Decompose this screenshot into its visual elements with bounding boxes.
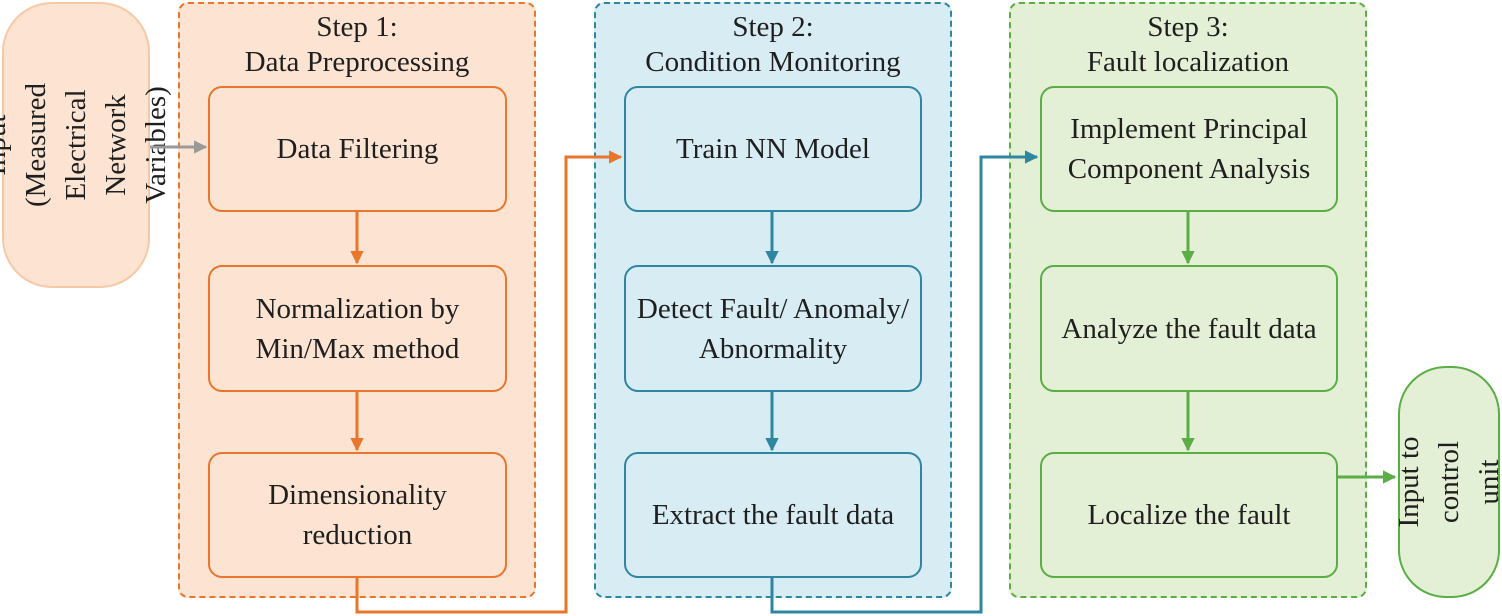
step-2-box-1: Train NN Model <box>624 86 922 212</box>
step-3-box-1-label: Implement Principal Component Analysis <box>1067 113 1311 185</box>
input-pill: Input (Measured Electrical Network Varia… <box>0 2 172 288</box>
step-3-box-1: Implement Principal Component Analysis <box>1040 86 1338 212</box>
step-1-box-1-label: Data Filtering <box>276 133 439 165</box>
step-3-box-2-label: Analyze the fault data <box>1061 312 1317 345</box>
arrow-step1-to-step2 <box>355 150 623 614</box>
arrow-step2-to-step3 <box>770 150 1039 614</box>
step-1-box-3: Dimensionality reduction <box>208 452 507 578</box>
step-3-box-3: Localize the fault <box>1040 452 1338 578</box>
step-3-title: Step 3: Fault localization <box>1011 10 1365 80</box>
step-2-box-3: Extract the fault data <box>624 452 922 578</box>
step-2-box-1-label: Train NN Model <box>676 133 870 165</box>
step-1-box-3-label: Dimensionality reduction <box>268 479 447 551</box>
step-3-box-2: Analyze the fault data <box>1040 265 1338 392</box>
step-2-box-2: Detect Fault/ Anomaly/ Abnormality <box>624 265 922 392</box>
step-1-box-2-label: Normalization by Min/Max method <box>255 292 460 365</box>
step-2-box-3-label: Extract the fault data <box>651 499 895 531</box>
step-1-box-1: Data Filtering <box>208 86 507 212</box>
step-3-box-3-label: Localize the fault <box>1087 499 1291 531</box>
step-1-title: Step 1: Data Preprocessing <box>180 10 534 80</box>
step-2-title: Step 2: Condition Monitoring <box>596 10 950 80</box>
step-2-title-text: Step 2: Condition Monitoring <box>645 11 901 78</box>
step-1-box-2: Normalization by Min/Max method <box>208 265 507 392</box>
output-pill: Input to control unit <box>1393 366 1502 598</box>
step-1-title-text: Step 1: Data Preprocessing <box>244 11 470 78</box>
step-3-title-text: Step 3: Fault localization <box>1086 11 1290 78</box>
step-2-box-2-label: Detect Fault/ Anomaly/ Abnormality <box>636 292 910 365</box>
